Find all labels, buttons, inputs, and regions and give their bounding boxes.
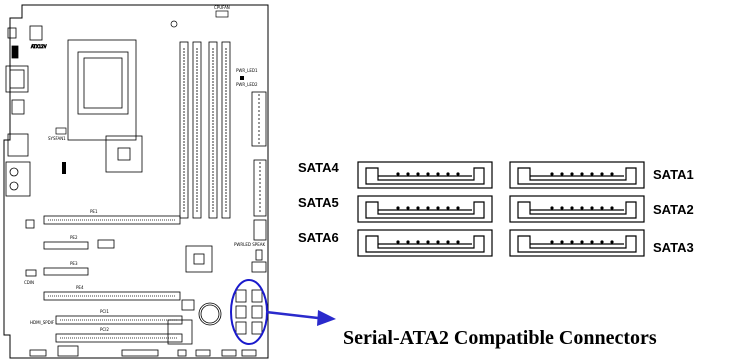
mount-hole <box>170 20 178 28</box>
sata6-label: SATA6 <box>298 230 339 245</box>
pe1-label: PE1 <box>90 209 98 214</box>
capacitor <box>62 162 66 174</box>
sysfan-label: SYSFAN1 <box>48 136 66 141</box>
pwr-led-headers: PWR_LED1 PWR_LED2 <box>236 68 258 87</box>
sysfan-header: SYSFAN1 <box>48 127 67 141</box>
atx12v-connector: ATX12V <box>29 25 47 49</box>
atx12v-label: ATX12V <box>31 44 47 49</box>
pci1-label: PCI1 <box>100 309 109 314</box>
dimm-slots <box>179 41 231 219</box>
pci-slots <box>55 315 183 343</box>
sata6-connector <box>357 229 493 257</box>
ide-headers <box>251 219 267 273</box>
cpu-socket <box>67 39 137 141</box>
sata2-connector <box>509 195 645 223</box>
sata4-connector <box>357 161 493 189</box>
board-outline <box>3 4 269 359</box>
pci2-label: PCI2 <box>100 327 109 332</box>
sata3-label: SATA3 <box>653 240 694 255</box>
pointer-arrow <box>265 310 336 326</box>
northbridge <box>105 135 143 173</box>
pe4-label: PE4 <box>76 285 84 290</box>
pe3-label: PE3 <box>70 261 78 266</box>
pwr-led2-label: PWR_LED2 <box>236 82 258 87</box>
pe2-label: PE2 <box>70 235 78 240</box>
floppy-connector <box>253 159 267 217</box>
sata4-label: SATA4 <box>298 160 339 175</box>
sata-connectors-left <box>357 161 493 257</box>
sata5-connector <box>357 195 493 223</box>
rear-io <box>5 27 31 197</box>
pwr-led1-label: PWR_LED1 <box>236 68 258 73</box>
chips <box>25 219 222 345</box>
diagram-caption: Serial-ATA2 Compatible Connectors <box>343 327 657 349</box>
sata-connectors-right <box>509 161 645 257</box>
sata3-connector <box>509 229 645 257</box>
pcie-slots <box>43 215 181 301</box>
sata1-label: SATA1 <box>653 167 694 182</box>
atx-power-connector <box>251 91 267 147</box>
cpufan-header: CPUFAN <box>214 5 230 18</box>
bottom-headers <box>29 345 257 357</box>
cdin-label: CDIN <box>24 280 34 285</box>
sata5-label: SATA5 <box>298 195 339 210</box>
sata1-connector <box>509 161 645 189</box>
spdif-label: HDMI_SPDIF <box>30 320 55 325</box>
sata2-label: SATA2 <box>653 202 694 217</box>
pwrled-speak-label: PWRLED SPEAK <box>234 242 265 247</box>
cpufan-label: CPUFAN <box>214 5 230 10</box>
board-sata-ports <box>235 289 263 335</box>
